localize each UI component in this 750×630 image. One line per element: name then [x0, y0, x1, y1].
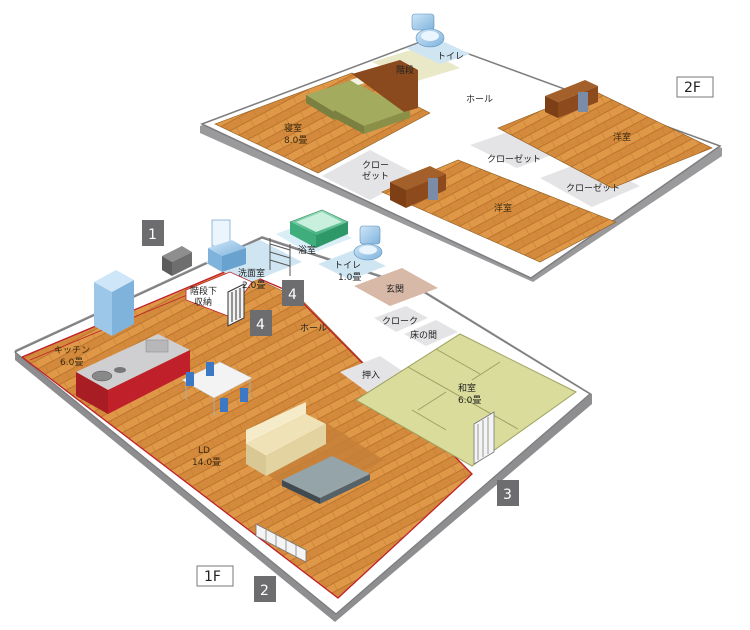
dining-set: [181, 361, 253, 416]
water-heater: [162, 246, 192, 276]
wash-basin: [208, 219, 246, 272]
living-rug: [244, 420, 384, 502]
bedroom-label: 寝室: [284, 122, 302, 134]
upper-toilet-label: トイレ: [437, 52, 464, 62]
marker-4-upper: 4: [282, 280, 304, 306]
ld-size-label: 14.0畳: [192, 457, 221, 468]
living-heater: [255, 523, 307, 563]
svg-text:2: 2: [260, 583, 269, 599]
storage-label: 押入: [362, 369, 380, 381]
closet-top-label: クローゼット: [487, 153, 541, 165]
japanese-room-label: 和室: [458, 382, 476, 394]
lower-toilet-label: トイレ: [334, 261, 361, 271]
marker-2: 2: [254, 576, 276, 602]
desk-center: [390, 166, 446, 208]
marker-1: 1: [142, 220, 164, 246]
closet-right-floor: [540, 160, 640, 207]
lower-toilet-fixture: [353, 225, 383, 261]
hall-heater: [227, 283, 245, 327]
towel-rack: [269, 238, 291, 276]
marker-3: 3: [497, 480, 519, 506]
entrance-floor: [354, 268, 438, 306]
desk-right: [545, 80, 598, 118]
alcove-label: 床の間: [410, 329, 437, 341]
upper-floor-label: 2F: [684, 80, 701, 96]
japanese-room-heater: [473, 411, 495, 465]
under-stairs-label-1: 階段下: [190, 285, 217, 297]
coffee-table: [282, 456, 370, 504]
lower-floor-label-box: [196, 565, 234, 587]
upper-floor: トイレ 階段 ホール 寝室 8.0畳 クロー ゼット クローゼット クローゼット…: [200, 13, 722, 282]
kitchen-size-label: 6.0畳: [60, 357, 83, 368]
storage-floor: [340, 356, 410, 394]
upper-hall-label: ホール: [466, 94, 493, 105]
svg-text:4: 4: [256, 317, 265, 333]
bed-headboard: [352, 60, 418, 112]
closet-right-label: クローゼット: [566, 182, 620, 194]
bath-label: 浴室: [298, 244, 316, 256]
japanese-room-size-label: 6.0畳: [458, 395, 481, 406]
washroom-label: 洗面室: [238, 267, 265, 279]
ld-label: LD: [198, 446, 210, 456]
lower-hall-label: ホール: [300, 323, 327, 334]
refrigerator: [94, 270, 134, 336]
stairs-floor: [372, 47, 460, 82]
upper-toilet-fixture: [411, 13, 445, 48]
under-stairs-label-2: 収納: [194, 296, 212, 308]
closet-left-label-2: ゼット: [362, 170, 389, 182]
bathtub: [289, 209, 349, 248]
closet-top-floor: [470, 128, 565, 168]
cloak-floor: [374, 306, 428, 332]
washroom-size-label: 2.0畳: [242, 280, 265, 291]
upper-floor-label-box: [676, 76, 714, 98]
sofa: [246, 402, 326, 476]
japanese-room-floor: [355, 333, 577, 467]
lower-floor-label: 1F: [204, 569, 221, 585]
bedroom-size-label: 8.0畳: [284, 135, 307, 146]
marker-4-lower: 4: [250, 310, 272, 336]
western-right-label: 洋室: [613, 131, 631, 143]
kitchen-label: キッチン: [54, 345, 90, 356]
entrance-label: 玄関: [386, 283, 404, 295]
lower-toilet-size-label: 1.0畳: [338, 272, 361, 283]
alcove-floor: [404, 320, 458, 346]
kitchen-counter: [76, 334, 190, 414]
svg-text:3: 3: [503, 487, 512, 503]
western-center-label: 洋室: [494, 202, 512, 214]
svg-text:4: 4: [288, 287, 297, 303]
svg-text:1: 1: [148, 227, 157, 243]
closet-left-label-1: クロー: [362, 160, 389, 171]
stairs-label: 階段: [396, 64, 414, 76]
lower-floor: 浴室 洗面室 2.0畳 トイレ 1.0畳 玄関 階段下 収納 ホール クローク …: [13, 209, 592, 622]
cloak-label: クローク: [382, 316, 418, 327]
